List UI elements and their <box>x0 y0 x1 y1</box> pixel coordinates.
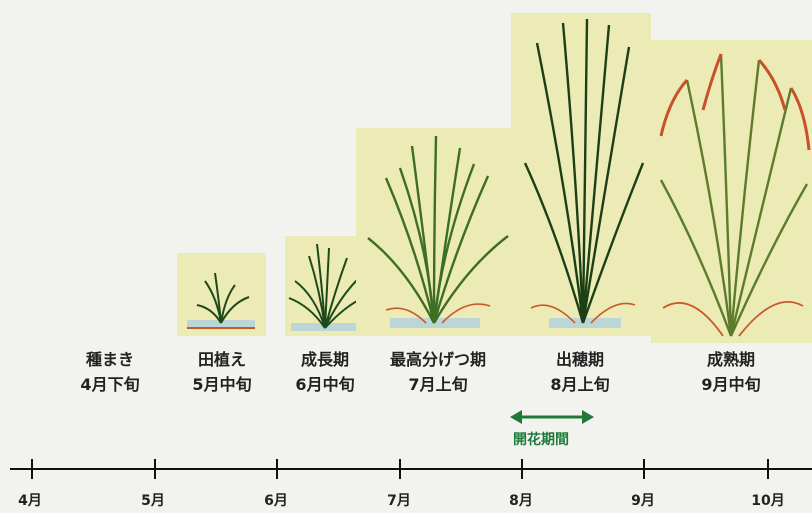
timeline-axis <box>0 455 812 485</box>
stage-label-sowing: 種まき 4月下旬 <box>80 347 139 397</box>
ripe-rice-illustration <box>651 40 812 343</box>
stage-name: 最高分げつ期 <box>390 347 486 372</box>
rice-plant-panel-tillering <box>356 128 518 336</box>
month-label-oct: 10月 <box>751 490 784 510</box>
rice-plant-panel-planting <box>177 253 266 336</box>
stage-name: 成長期 <box>295 347 354 372</box>
rice-plant-panel-ripening <box>651 40 812 343</box>
seedling-illustration <box>177 253 266 336</box>
tillering-rice-illustration <box>356 128 518 336</box>
stage-label-growth: 成長期 6月中旬 <box>295 347 354 397</box>
stage-label-transplanting: 田植え 5月中旬 <box>192 347 251 397</box>
stage-timing: 5月中旬 <box>192 372 251 397</box>
stage-timing: 9月中旬 <box>701 372 760 397</box>
stage-timing: 4月下旬 <box>80 372 139 397</box>
rice-plant-panel-heading <box>511 13 651 336</box>
stage-name: 成熟期 <box>701 347 760 372</box>
young-rice-illustration <box>285 236 365 336</box>
stage-timing: 8月上旬 <box>550 372 609 397</box>
heading-rice-illustration <box>511 13 651 336</box>
stage-timing: 7月上旬 <box>390 372 486 397</box>
month-label-may: 5月 <box>141 490 165 510</box>
stage-name: 出穂期 <box>550 347 609 372</box>
month-label-apr: 4月 <box>18 490 42 510</box>
month-label-jun: 6月 <box>264 490 288 510</box>
stage-timing: 6月中旬 <box>295 372 354 397</box>
stage-label-maturity: 成熟期 9月中旬 <box>701 347 760 397</box>
month-label-jul: 7月 <box>387 490 411 510</box>
rice-plant-panel-growth <box>285 236 365 336</box>
stage-name: 種まき <box>80 347 139 372</box>
month-label-aug: 8月 <box>509 490 533 510</box>
stage-name: 田植え <box>192 347 251 372</box>
stage-label-max-tillering: 最高分げつ期 7月上旬 <box>390 347 486 397</box>
flowering-period-label: 開花期間 <box>513 429 569 449</box>
month-label-sep: 9月 <box>631 490 655 510</box>
stage-label-heading: 出穂期 8月上旬 <box>550 347 609 397</box>
